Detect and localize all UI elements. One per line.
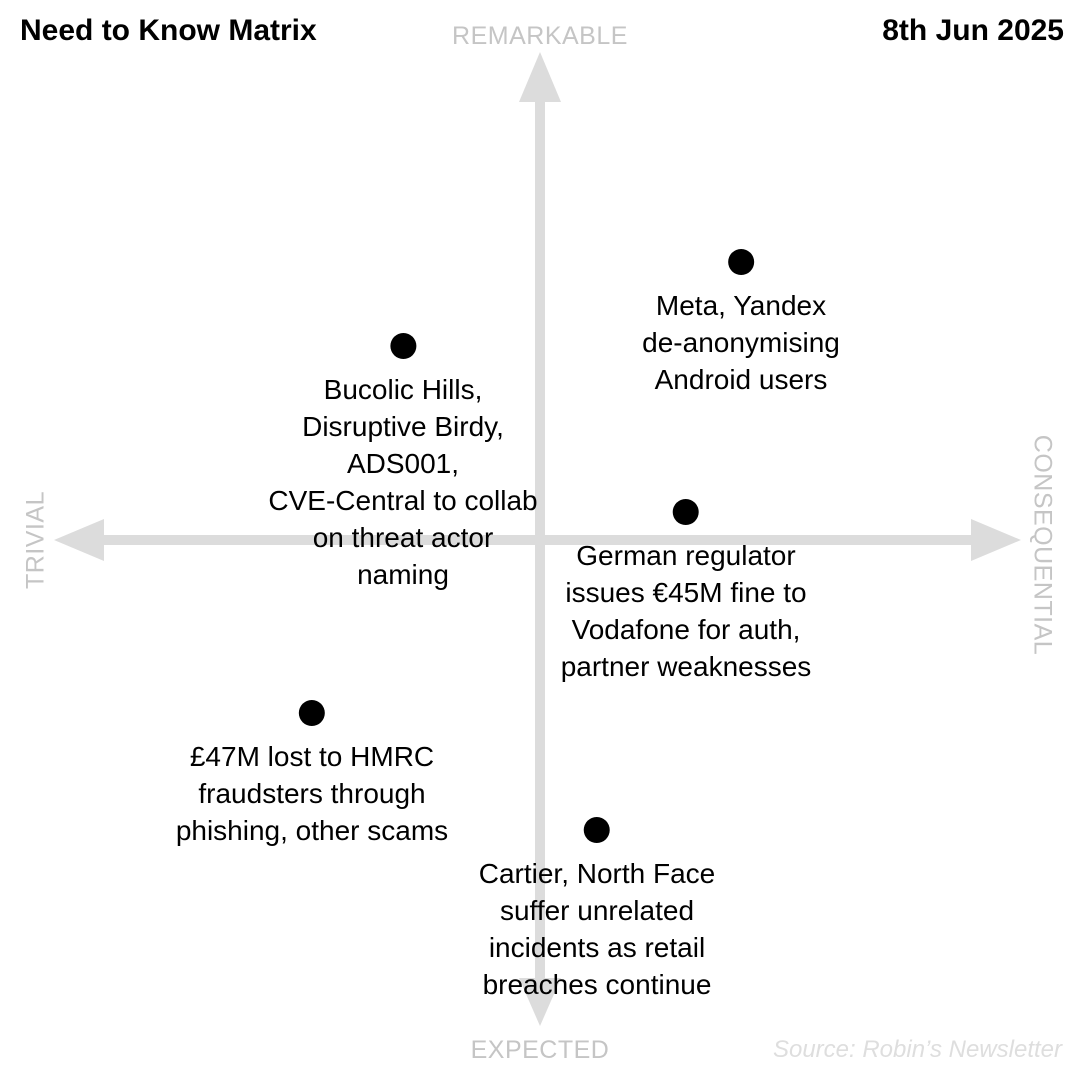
axis-label-expected: EXPECTED (470, 1036, 610, 1064)
data-point-label: Cartier, North Face suffer unrelated inc… (478, 858, 716, 1000)
data-point-label: Bucolic Hills, Disruptive Birdy, ADS001,… (268, 374, 538, 590)
axis-label-remarkable: REMARKABLE (452, 22, 628, 50)
data-point-vodafone-fine: German regulator issues €45M fine to Vod… (560, 499, 812, 685)
axis-label-consequential: CONSEQUENTIAL (1028, 434, 1057, 656)
page-title: Need to Know Matrix (20, 14, 317, 47)
data-point-dot (727, 249, 754, 275)
data-point-label: £47M lost to HMRC fraudsters through phi… (175, 741, 449, 846)
page-date: 8th Jun 2025 (882, 14, 1064, 47)
source-credit: Source: Robin’s Newsletter (772, 1036, 1062, 1063)
data-point-retail-breaches: Cartier, North Face suffer unrelated inc… (478, 817, 716, 1003)
data-point-dot (389, 333, 416, 359)
axis-label-trivial: TRIVIAL (21, 491, 50, 589)
data-point-meta-yandex: Meta, Yandex de-anonymising Android user… (642, 249, 840, 398)
data-point-hmrc-fraud: £47M lost to HMRC fraudsters through phi… (176, 700, 448, 849)
data-point-dot (672, 499, 699, 525)
arrow-left-icon (54, 519, 104, 561)
data-point-label: Meta, Yandex de-anonymising Android user… (642, 290, 840, 395)
arrow-right-icon (971, 519, 1021, 561)
arrow-down-icon (519, 978, 561, 1026)
data-point-dot (584, 817, 610, 843)
data-point-dot (298, 700, 325, 726)
data-point-label: German regulator issues €45M fine to Vod… (560, 540, 812, 682)
arrow-up-icon (519, 52, 561, 102)
data-point-threat-actor-naming: Bucolic Hills, Disruptive Birdy, ADS001,… (268, 333, 538, 593)
